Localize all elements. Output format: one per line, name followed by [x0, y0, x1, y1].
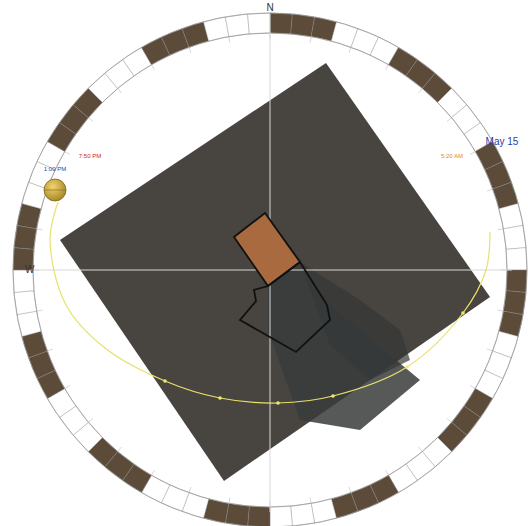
sun-path — [50, 202, 490, 403]
compass-tick — [65, 152, 70, 155]
compass-tick — [418, 88, 422, 93]
compass-tick — [447, 118, 452, 122]
compass-tick — [152, 65, 155, 70]
compass-tick — [118, 447, 122, 452]
ring-border — [13, 13, 527, 526]
compass-tick — [497, 310, 503, 311]
compass-tick — [37, 229, 43, 230]
ring-segment — [248, 13, 270, 34]
compass-tick — [65, 386, 70, 389]
compass-tick — [88, 418, 93, 422]
ring-segment — [14, 225, 37, 249]
compass-tick — [189, 47, 191, 53]
hour-dot — [331, 394, 335, 398]
ring-segment — [248, 506, 270, 526]
cast-shadow — [300, 262, 410, 380]
hour-dot — [276, 401, 280, 405]
hour-dot — [218, 396, 222, 400]
compass-tick — [152, 470, 155, 475]
building-outline — [240, 262, 330, 352]
building-roof — [234, 213, 300, 286]
compass-letter: W — [25, 265, 34, 275]
compass-tick — [310, 497, 311, 503]
ring-segment — [291, 14, 315, 37]
hour-dot — [163, 379, 167, 383]
sun-symbol — [44, 190, 66, 191]
compass-tick — [487, 189, 493, 191]
compass-tick — [470, 152, 475, 155]
hour-dot — [461, 311, 465, 315]
compass-tick — [447, 418, 452, 422]
sun-symbol — [44, 179, 66, 201]
sunset-time: 7:50 PM — [79, 153, 101, 159]
compass-tick — [47, 349, 53, 351]
ring-segment — [225, 503, 249, 526]
hour-dot — [405, 365, 409, 369]
compass-tick — [418, 447, 422, 452]
ring-segment — [503, 225, 526, 249]
ring-segment — [506, 248, 527, 270]
compass-tick — [229, 497, 230, 503]
ring-segment — [225, 14, 249, 37]
compass-tick — [310, 37, 311, 43]
ring-segment — [506, 270, 527, 292]
hour-markers — [163, 311, 465, 405]
compass-tick — [497, 229, 503, 230]
ring-segment — [291, 503, 315, 526]
compass-tick — [349, 47, 351, 53]
compass-tick — [189, 487, 191, 493]
compass-tick — [118, 88, 122, 93]
compass-tick — [386, 65, 389, 70]
ring-segment — [14, 291, 37, 315]
time-label: 1:00 PM — [44, 166, 66, 172]
compass-ring — [13, 13, 527, 526]
compass-tick — [88, 118, 93, 122]
compass-tick — [349, 487, 351, 493]
sunrise-time: 5:20 AM — [441, 153, 463, 159]
compass-tick — [470, 386, 475, 389]
compass-tick — [229, 37, 230, 43]
compass-tick — [37, 310, 43, 311]
site-ground — [60, 63, 490, 481]
compass-letter: N — [266, 3, 273, 13]
ring-segment — [270, 13, 292, 34]
compass-tick — [487, 349, 493, 351]
date-label: May 15 — [486, 137, 519, 147]
ring-segment — [503, 291, 526, 315]
compass-tick — [386, 470, 389, 475]
ring-segment — [270, 506, 292, 526]
